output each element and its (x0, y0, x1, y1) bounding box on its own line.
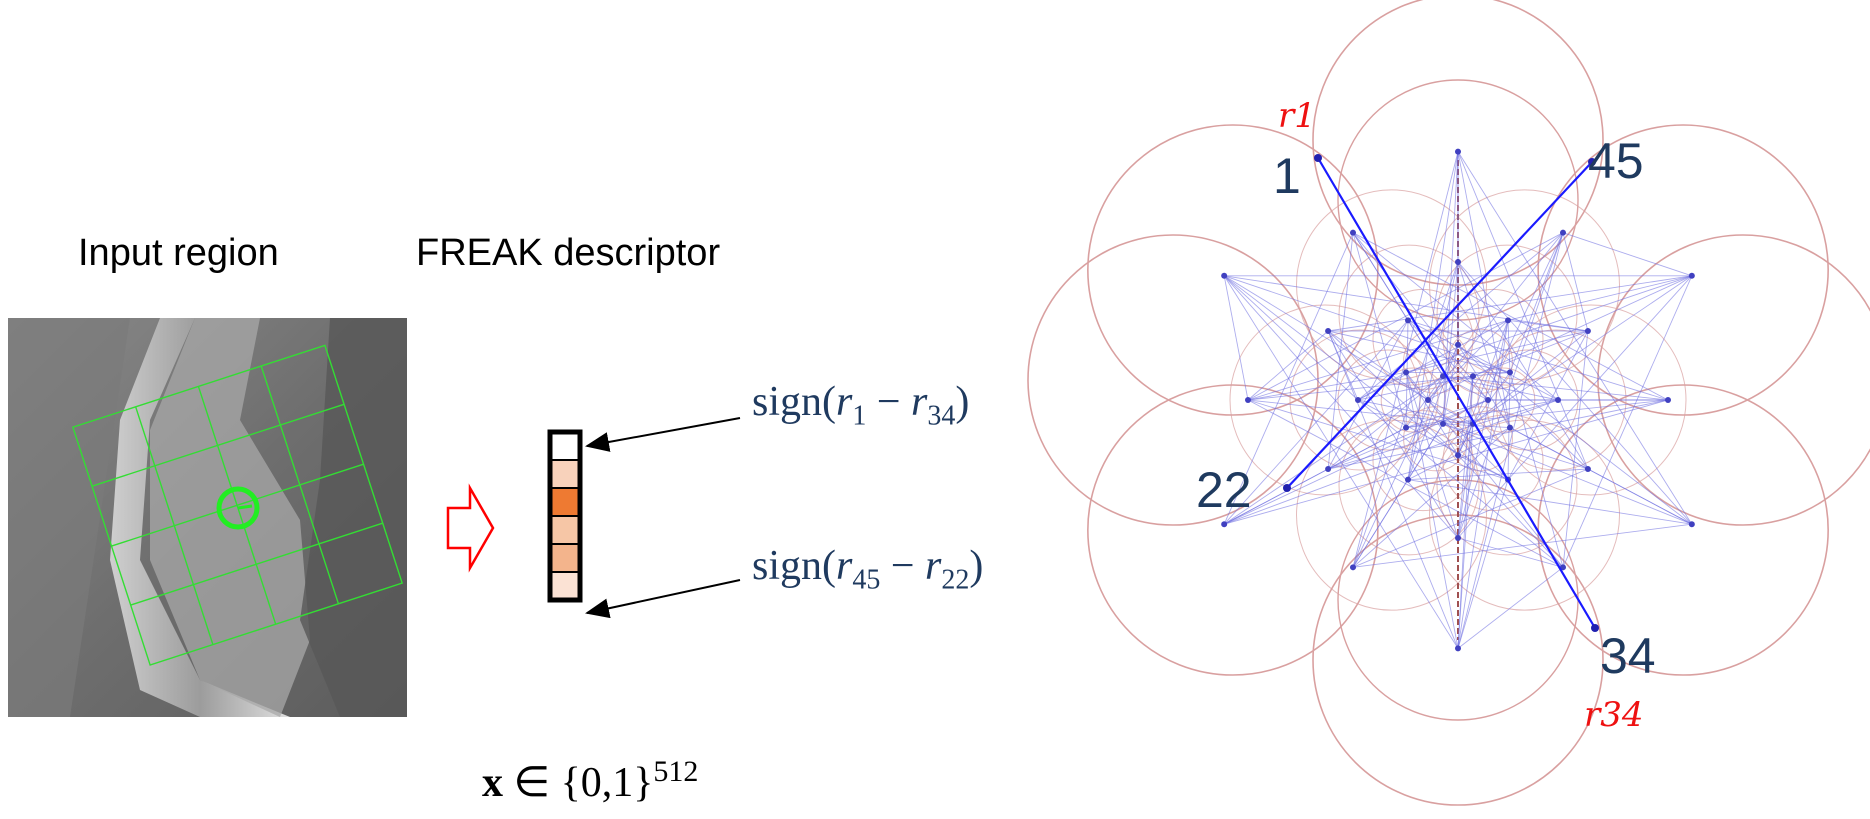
descriptor-bit-5 (550, 572, 580, 600)
sign-label-top: sign(r1 − r34) (752, 378, 969, 432)
descriptor-bits (550, 432, 580, 600)
point-label-34: 34 (1600, 627, 1656, 685)
handwritten-r1: r1 (1278, 96, 1316, 136)
descriptor-formula: x ∈ {0,1}512 (482, 755, 698, 807)
arrow-to-bottom-bit (587, 580, 740, 613)
red-arrow-icon (448, 488, 493, 568)
arrow-to-top-bit (587, 418, 740, 446)
descriptor-bit-1 (550, 460, 580, 488)
point-label-1: 1 (1273, 147, 1301, 205)
sign-label-bottom: sign(r45 − r22) (752, 542, 983, 596)
freak-sampling-pattern (1028, 0, 1870, 805)
point-label-22: 22 (1196, 461, 1252, 519)
input-region-image (8, 318, 407, 717)
descriptor-bit-2 (550, 488, 580, 516)
descriptor-bit-0 (550, 432, 580, 460)
handwritten-r34: r34 (1584, 695, 1644, 735)
point-label-45: 45 (1588, 132, 1644, 190)
descriptor-bit-4 (550, 544, 580, 572)
descriptor-bit-3 (550, 516, 580, 544)
